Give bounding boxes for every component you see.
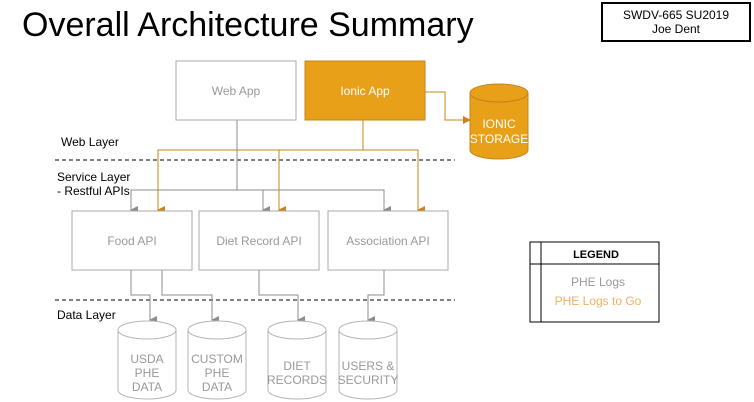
web-layer-label: Web Layer	[61, 135, 119, 149]
legend-item-phe-logs: PHE Logs	[571, 275, 625, 289]
association-api-label: Association API	[346, 234, 429, 248]
ionic-app-box: Ionic App	[304, 60, 426, 121]
diet-records-cylinder: DIET RECORDS	[267, 320, 327, 400]
service-layer-sublabel: - Restful APIs	[57, 184, 130, 198]
ionic-storage-label-2: STORAGE	[470, 132, 528, 146]
api-data-connectors	[130, 270, 385, 324]
legend-title: LEGEND	[573, 249, 619, 261]
course-code: SWDV-665 SU2019	[623, 8, 729, 22]
custom-label-2: PHE	[205, 366, 230, 380]
food-api-box: Food API	[71, 210, 193, 271]
web-app-connectors	[130, 120, 391, 214]
custom-label-1: CUSTOM	[191, 352, 243, 366]
diet-label-1: DIET	[283, 359, 311, 373]
usda-label-3: DATA	[132, 380, 162, 394]
ionic-storage-label-1: IONIC	[482, 117, 516, 131]
data-layer-label: Data Layer	[57, 308, 116, 322]
course-info-box: SWDV-665 SU2019 Joe Dent	[601, 2, 751, 42]
ionic-app-label: Ionic App	[340, 84, 390, 98]
diet-record-api-box: Diet Record API	[198, 210, 320, 271]
usda-label-2: PHE	[135, 366, 160, 380]
diet-label-2: RECORDS	[267, 373, 327, 387]
custom-label-3: DATA	[202, 380, 232, 394]
custom-phe-data-cylinder: CUSTOM PHE DATA	[187, 320, 247, 400]
page-title: Overall Architecture Summary	[22, 6, 474, 44]
web-app-box: Web App	[175, 60, 297, 121]
association-api-box: Association API	[327, 210, 449, 271]
diet-record-api-label: Diet Record API	[216, 234, 301, 248]
users-label-2: SECURITY	[338, 373, 399, 387]
service-layer-label: Service Layer	[57, 170, 130, 184]
author-name: Joe Dent	[652, 22, 701, 36]
users-label-1: USERS &	[342, 359, 395, 373]
usda-phe-data-cylinder: USDA PHE DATA	[117, 320, 177, 400]
ionic-app-connectors	[157, 91, 471, 214]
users-security-cylinder: USERS & SECURITY	[338, 320, 399, 400]
legend: LEGEND PHE Logs PHE Logs to Go	[529, 241, 660, 323]
ionic-storage-cylinder: IONIC STORAGE	[469, 83, 529, 160]
usda-label-1: USDA	[130, 352, 163, 366]
legend-item-phe-logs-to-go: PHE Logs to Go	[555, 294, 642, 308]
web-app-label: Web App	[212, 84, 261, 98]
food-api-label: Food API	[107, 234, 156, 248]
